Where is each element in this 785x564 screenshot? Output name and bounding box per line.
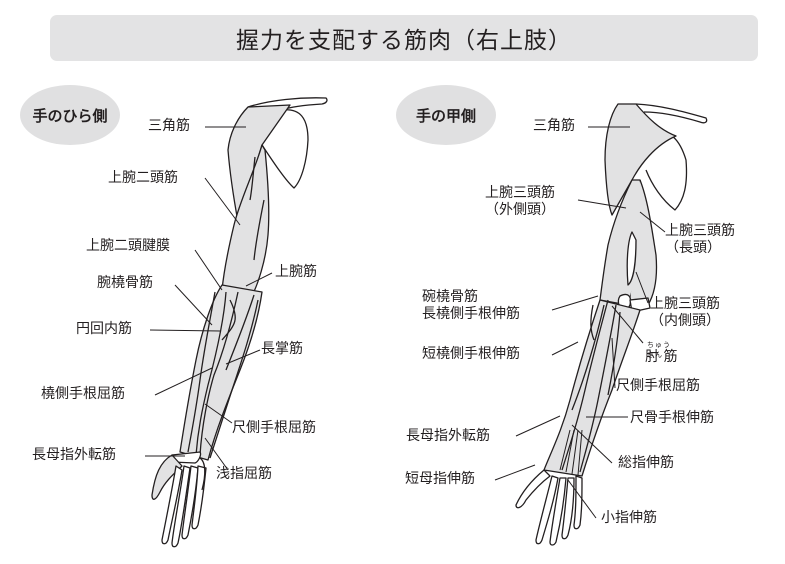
label-back-triceps-long: 上腕三頭筋 （長頭） <box>665 223 735 256</box>
palm-side-leader-lines <box>145 126 273 471</box>
label-palm-deltoid: 三角筋 <box>148 118 190 134</box>
label-back-extensor-digiti-minimi: 小指伸筋 <box>601 510 657 526</box>
label-back-triceps-lateral: 上腕三頭筋 （外側頭） <box>485 185 555 218</box>
palm-side-badge-label: 手のひら側 <box>32 106 108 125</box>
label-palm-brachioradialis: 腕橈骨筋 <box>97 275 153 291</box>
palm-side-badge: 手のひら側 <box>20 85 120 145</box>
palm-side-arm-illustration <box>151 97 328 548</box>
label-back-anconeus-ruby: ちゅうきん <box>647 341 671 359</box>
label-back-deltoid: 三角筋 <box>533 118 575 134</box>
back-side-leader-lines <box>494 126 666 519</box>
label-palm-palmaris-longus: 長掌筋 <box>261 341 303 357</box>
label-back-flexor-carpi-ulnaris: 尺側手根屈筋 <box>616 378 700 394</box>
label-back-anconeus: ちゅうきん 肘 筋 <box>645 341 678 366</box>
label-back-triceps-medial: 上腕三頭筋 （内側頭） <box>650 296 720 329</box>
label-back-extensor-carpi-radialis-brevis: 短橈側手根伸筋 <box>422 346 520 362</box>
label-back-extensor-pollicis-brevis: 短母指伸筋 <box>405 471 475 487</box>
label-back-extensor-carpi-ulnaris: 尺骨手根伸筋 <box>630 410 714 426</box>
label-palm-flexor-digitorum-superficialis: 浅指屈筋 <box>216 466 272 482</box>
title-bar: 握力を支配する筋肉（右上肢） <box>50 15 758 61</box>
label-back-brachioradialis-ecrl: 碗橈骨筋 長橈側手根伸筋 <box>422 289 520 322</box>
label-palm-flexor-carpi-ulnaris: 尺側手根屈筋 <box>232 420 316 436</box>
label-palm-brachialis: 上腕筋 <box>275 264 317 280</box>
label-palm-pronator-teres: 円回内筋 <box>76 321 132 337</box>
label-palm-flexor-carpi-radialis: 橈側手根屈筋 <box>41 386 125 402</box>
label-palm-biceps: 上腕二頭筋 <box>108 170 178 186</box>
label-palm-bicipital-aponeurosis: 上腕二頭腱膜 <box>86 238 170 254</box>
back-side-badge: 手の甲側 <box>396 85 496 145</box>
label-back-anconeus-text: 肘 筋 <box>645 349 678 365</box>
label-back-abductor-pollicis-longus: 長母指外転筋 <box>406 428 490 444</box>
back-side-arm-illustration <box>515 103 708 546</box>
label-palm-abductor-pollicis-longus: 長母指外転筋 <box>32 447 116 463</box>
label-back-extensor-digitorum: 総指伸筋 <box>618 455 674 471</box>
page-title: 握力を支配する筋肉（右上肢） <box>236 28 572 54</box>
back-side-badge-label: 手の甲側 <box>415 106 476 125</box>
